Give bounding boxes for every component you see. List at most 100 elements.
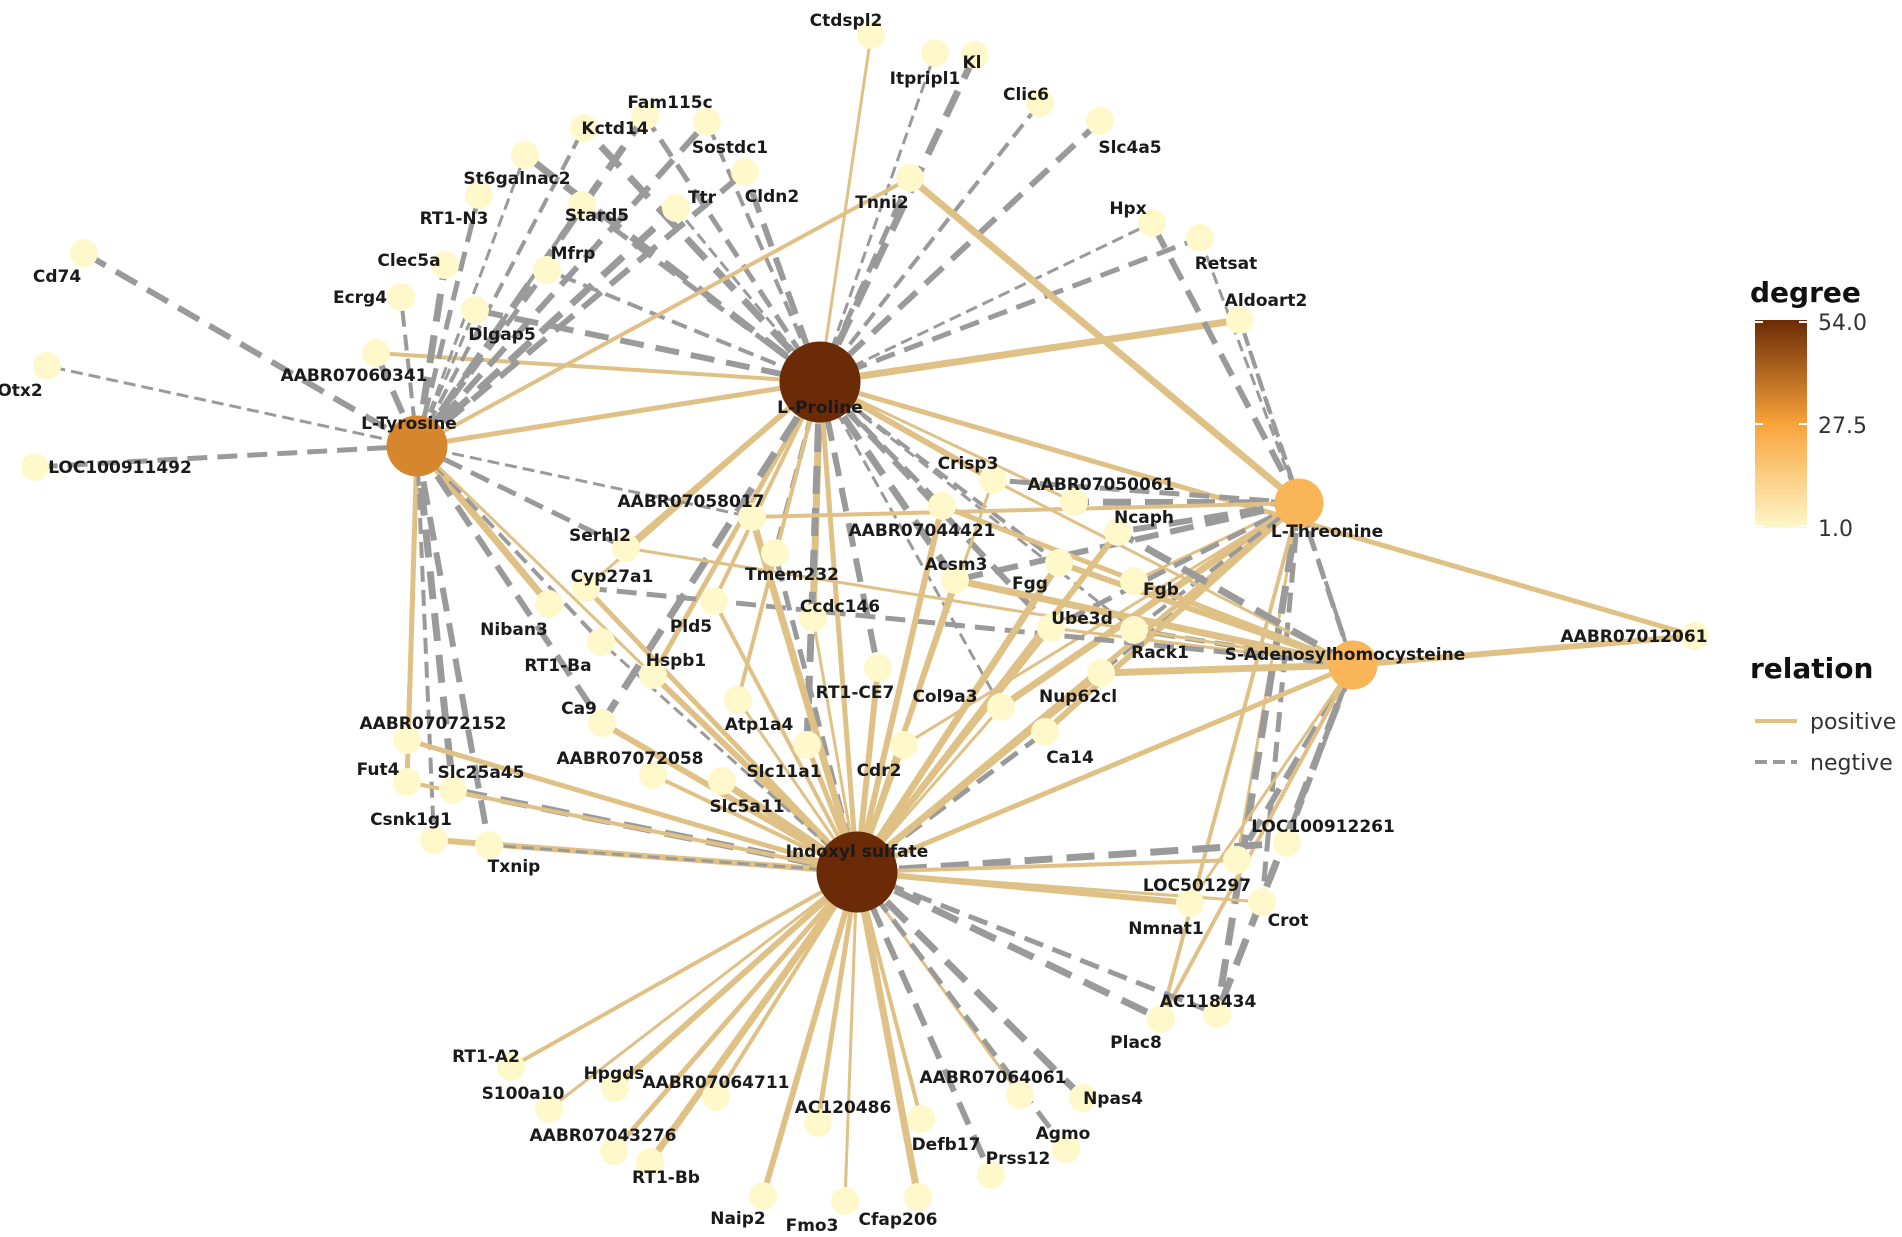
node-prss12[interactable] bbox=[977, 1161, 1005, 1189]
node-aabr07043276[interactable] bbox=[600, 1137, 628, 1165]
node-kctd14[interactable] bbox=[570, 114, 598, 142]
node-rt1-n3[interactable] bbox=[465, 181, 493, 209]
node-npas4[interactable] bbox=[1069, 1084, 1097, 1112]
node-naip2[interactable] bbox=[749, 1182, 777, 1210]
node-nmnat1[interactable] bbox=[1176, 889, 1204, 917]
node-rt1-a2[interactable] bbox=[497, 1053, 525, 1081]
node-fgg[interactable] bbox=[1045, 549, 1073, 577]
node-cldn2[interactable] bbox=[731, 158, 759, 186]
node-hspb1[interactable] bbox=[639, 661, 667, 689]
node-aabr07072152[interactable] bbox=[393, 726, 421, 754]
node-clic6[interactable] bbox=[1026, 89, 1054, 117]
node-label-ctdspl2: Ctdspl2 bbox=[810, 11, 883, 31]
edge-ind-fut4 bbox=[406, 780, 858, 874]
node-ttr[interactable] bbox=[662, 194, 690, 222]
edge-pro-ca9 bbox=[599, 380, 823, 725]
node-slc25a45[interactable] bbox=[439, 776, 467, 804]
node-label-ttr: Ttr bbox=[688, 188, 717, 208]
node-rack1[interactable] bbox=[1120, 616, 1148, 644]
node-mfrp[interactable] bbox=[533, 256, 561, 284]
node-aabr07064711[interactable] bbox=[702, 1083, 730, 1111]
node-ac120486[interactable] bbox=[804, 1109, 832, 1137]
node-tnni2[interactable] bbox=[896, 164, 924, 192]
node-rt1-bb[interactable] bbox=[636, 1148, 664, 1176]
node-ac118434[interactable] bbox=[1203, 1000, 1231, 1028]
node-fut4[interactable] bbox=[393, 768, 421, 796]
node-csnk1g1[interactable] bbox=[420, 826, 448, 854]
edge-ind-plac8 bbox=[855, 868, 1163, 1023]
hub-node-s-adenosylhomocysteine[interactable] bbox=[1328, 640, 1378, 690]
node-s100a10[interactable] bbox=[535, 1095, 563, 1123]
node-aabr07050061[interactable] bbox=[1060, 488, 1088, 516]
node-itpripl1[interactable] bbox=[921, 39, 949, 67]
node-defb17[interactable] bbox=[907, 1105, 935, 1133]
edge-pro-ube3d bbox=[817, 379, 1054, 631]
node-fmo3[interactable] bbox=[831, 1187, 859, 1215]
node-aabr07012061[interactable] bbox=[1681, 622, 1709, 650]
node-aabr07072058[interactable] bbox=[639, 761, 667, 789]
node-slc4a5[interactable] bbox=[1086, 107, 1114, 135]
node-atp1a4[interactable] bbox=[724, 686, 752, 714]
node-crot[interactable] bbox=[1248, 888, 1276, 916]
node-rt1-ba[interactable] bbox=[587, 628, 615, 656]
node-ccdc146[interactable] bbox=[799, 604, 827, 632]
node-col9a3[interactable] bbox=[987, 693, 1015, 721]
edge-pro-hpx bbox=[819, 221, 1153, 384]
node-aldoart2[interactable] bbox=[1226, 306, 1254, 334]
node-cd74[interactable] bbox=[70, 239, 98, 267]
node-plac8[interactable] bbox=[1147, 1005, 1175, 1033]
node-ctdspl2[interactable] bbox=[857, 21, 885, 49]
node-ube3d[interactable] bbox=[1037, 614, 1065, 642]
node-aabr07064061[interactable] bbox=[1006, 1081, 1034, 1109]
node-ca9[interactable] bbox=[588, 709, 616, 737]
node-aabr07060341[interactable] bbox=[362, 339, 390, 367]
edge-pro-itpripl1 bbox=[818, 52, 937, 383]
node-hpgds[interactable] bbox=[601, 1074, 629, 1102]
node-loc100912261[interactable] bbox=[1273, 829, 1301, 857]
node-otx2[interactable] bbox=[33, 352, 61, 380]
node-aabr07044421[interactable] bbox=[928, 492, 956, 520]
node-slc11a1[interactable] bbox=[793, 731, 821, 759]
edge-thr-plac8 bbox=[1159, 502, 1301, 1020]
node-ecrg4[interactable] bbox=[387, 283, 415, 311]
node-cyp27a1[interactable] bbox=[572, 574, 600, 602]
node-label-rt1-ba: RT1-Ba bbox=[524, 656, 591, 676]
node-ncaph[interactable] bbox=[1104, 518, 1132, 546]
node-retsat[interactable] bbox=[1186, 224, 1214, 252]
node-serhl2[interactable] bbox=[612, 534, 640, 562]
node-crisp3[interactable] bbox=[979, 466, 1007, 494]
node-loc501297[interactable] bbox=[1223, 846, 1251, 874]
node-nup62cl[interactable] bbox=[1087, 659, 1115, 687]
node-sostdc1[interactable] bbox=[693, 108, 721, 136]
node-fgb[interactable] bbox=[1120, 567, 1148, 595]
node-ca14[interactable] bbox=[1031, 718, 1059, 746]
node-cfap206[interactable] bbox=[904, 1183, 932, 1211]
hub-node-l-proline[interactable] bbox=[779, 341, 861, 423]
node-cdr2[interactable] bbox=[890, 731, 918, 759]
node-aabr07058017[interactable] bbox=[738, 503, 766, 531]
node-tmem232[interactable] bbox=[761, 539, 789, 567]
node-pld5[interactable] bbox=[700, 587, 728, 615]
node-label-itpripl1: Itpripl1 bbox=[890, 69, 961, 89]
node-hpx[interactable] bbox=[1138, 209, 1166, 237]
edge-sah-ncaph bbox=[1116, 528, 1355, 669]
node-loc100911492[interactable] bbox=[21, 453, 49, 481]
edge-pro-fgg bbox=[818, 380, 1061, 565]
node-st6galnac2[interactable] bbox=[511, 141, 539, 169]
node-niban3[interactable] bbox=[535, 590, 563, 618]
hub-node-l-threonine[interactable] bbox=[1274, 478, 1324, 528]
node-acsm3[interactable] bbox=[941, 566, 969, 594]
hub-node-indoxyl-sulfate[interactable] bbox=[816, 831, 898, 913]
hub-node-l-tyrosine[interactable] bbox=[386, 415, 448, 477]
node-slc5a11[interactable] bbox=[708, 767, 736, 795]
node-agmo[interactable] bbox=[1052, 1135, 1080, 1163]
node-clec5a[interactable] bbox=[431, 251, 459, 279]
node-dlgap5[interactable] bbox=[461, 296, 489, 324]
node-kl[interactable] bbox=[961, 41, 989, 69]
edge-ind-rt1-ba bbox=[599, 640, 859, 874]
node-stard5[interactable] bbox=[568, 191, 596, 219]
node-fam115c[interactable] bbox=[631, 102, 659, 130]
node-txnip[interactable] bbox=[475, 831, 503, 859]
node-rt1-ce7[interactable] bbox=[864, 654, 892, 682]
